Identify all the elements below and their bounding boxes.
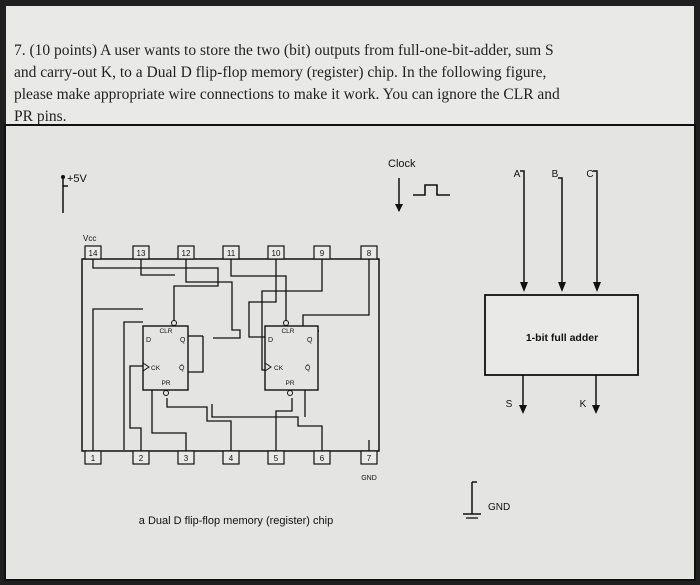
adder-input-a-arrow bbox=[520, 282, 528, 292]
pin-number: 2 bbox=[139, 454, 144, 463]
full-adder: A B C 1-bit full adder S K bbox=[484, 169, 639, 414]
pin-number: 4 bbox=[229, 454, 234, 463]
gnd-pin-label: GND bbox=[361, 475, 377, 482]
ff2-clr-label: CLR bbox=[281, 328, 294, 335]
ff2-clock-edge-icon bbox=[264, 362, 272, 372]
adder-label: 1-bit full adder bbox=[526, 332, 598, 344]
adder-output-k-arrow bbox=[592, 405, 600, 414]
ff1-q-label: Q bbox=[180, 337, 186, 344]
adder-input-a-wire bbox=[520, 170, 525, 290]
pin-number: 11 bbox=[227, 249, 236, 258]
adder-output-s-label: S bbox=[506, 399, 513, 410]
ff2-clr-bubble bbox=[283, 320, 289, 326]
pin-number: 6 bbox=[320, 454, 325, 463]
bottom-pin-row: 1 2 3 4 5 6 7 bbox=[84, 450, 378, 465]
question-line: PR pins. bbox=[14, 108, 67, 125]
ff2-body bbox=[264, 325, 319, 391]
ff2-q-label: Q bbox=[307, 337, 313, 344]
adder-body bbox=[484, 294, 639, 376]
ff1-ck-label: CK bbox=[151, 365, 161, 372]
top-pin-row: 14 13 12 11 10 9 8 bbox=[84, 245, 378, 260]
adder-input-b-label: B bbox=[552, 169, 559, 180]
question-line: 7. (10 points) A user wants to store the… bbox=[14, 42, 554, 59]
pin-number: 1 bbox=[91, 454, 96, 463]
pin-number: 13 bbox=[137, 249, 146, 258]
ff2-pr-bubble bbox=[287, 390, 293, 396]
ff1-pr-label: PR bbox=[161, 380, 170, 387]
vcc-label: Vcc bbox=[83, 234, 96, 243]
adder-output-k-label: K bbox=[580, 399, 587, 410]
adder-output-s-arrow bbox=[519, 405, 527, 414]
pin-number: 9 bbox=[320, 249, 325, 258]
power-supply: +5V bbox=[61, 173, 88, 213]
ff2-d-label: D bbox=[268, 337, 273, 344]
pin-number: 8 bbox=[367, 249, 372, 258]
adder-input-a-label: A bbox=[514, 169, 521, 180]
pin-number: 10 bbox=[272, 249, 281, 258]
ground-symbol: GND bbox=[463, 481, 510, 519]
ground-label: GND bbox=[488, 502, 510, 513]
ff2-qbar-label: Q̄ bbox=[305, 364, 311, 372]
question-text: 7. (10 points) A user wants to store the… bbox=[14, 40, 686, 128]
chip-caption: a Dual D flip-flop memory (register) chi… bbox=[139, 515, 333, 527]
ff2-ck-label: CK bbox=[274, 365, 284, 372]
ff1-body bbox=[142, 325, 189, 391]
clock-source: Clock bbox=[388, 158, 450, 212]
clock-arrow bbox=[395, 204, 403, 212]
pin-number: 5 bbox=[274, 454, 279, 463]
adder-input-b-arrow bbox=[558, 282, 566, 292]
ff1-qbar-label: Q̄ bbox=[179, 364, 185, 372]
ff1-d-label: D bbox=[146, 337, 151, 344]
chip-internal-wiring bbox=[92, 259, 370, 451]
clock-label: Clock bbox=[388, 158, 416, 170]
flip-flop-2: CLR D Q CK Q̄ PR bbox=[264, 320, 319, 396]
dual-d-flip-flop-chip: Vcc 14 13 12 11 10 9 8 bbox=[81, 234, 380, 527]
pin-number: 14 bbox=[89, 249, 98, 258]
pin-number: 12 bbox=[182, 249, 191, 258]
adder-input-c-wire bbox=[593, 170, 598, 290]
clock-pulse-icon bbox=[413, 184, 450, 196]
question-line: please make appropriate wire connections… bbox=[14, 86, 560, 103]
flip-flop-1: CLR D Q CK Q̄ PR bbox=[142, 320, 189, 396]
ff1-clock-edge-icon bbox=[142, 362, 150, 372]
adder-input-c-label: C bbox=[586, 169, 593, 180]
ff1-pr-bubble bbox=[163, 390, 169, 396]
ff2-pr-label: PR bbox=[285, 380, 294, 387]
pin-number: 7 bbox=[367, 454, 372, 463]
question-line: and carry-out K, to a Dual D flip-flop m… bbox=[14, 64, 547, 81]
ff1-clr-bubble bbox=[171, 320, 177, 326]
adder-input-c-arrow bbox=[593, 282, 601, 292]
power-label: +5V bbox=[67, 173, 88, 185]
ff1-clr-label: CLR bbox=[159, 328, 172, 335]
pin-number: 3 bbox=[184, 454, 189, 463]
adder-input-b-wire bbox=[558, 177, 563, 290]
